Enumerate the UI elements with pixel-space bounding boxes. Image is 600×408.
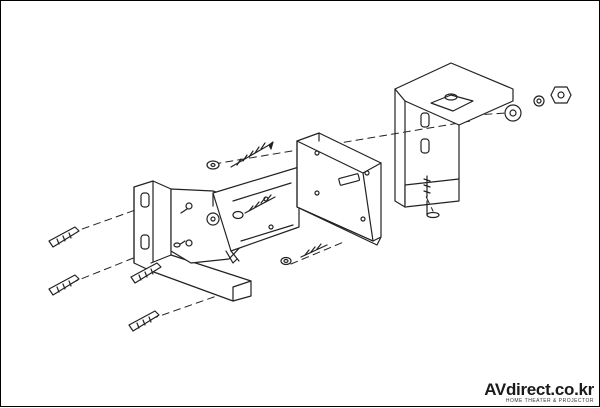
brand-tagline: HOME THEATER & PROJECTOR (505, 398, 594, 404)
bracket-slot-lower (420, 138, 430, 154)
mount-slot-lower (140, 234, 150, 250)
wall-anchors (48, 226, 162, 332)
extension-arm (212, 166, 300, 262)
adjustment-slot (338, 173, 361, 186)
hex-nut (550, 86, 572, 104)
screw-1 (230, 141, 274, 168)
screw-3 (300, 243, 328, 258)
anchor-3 (130, 262, 162, 284)
brand-name: AVdirect.co.kr (484, 380, 594, 399)
anchor-1 (48, 226, 80, 248)
top-slot (430, 94, 474, 112)
pivot-bolt (206, 212, 220, 226)
brand-watermark: AVdirect.co.kr HOME THEATER & PROJECTOR (484, 381, 594, 404)
hardware-right (504, 86, 572, 122)
washer-large (504, 104, 522, 122)
anchor-4 (128, 310, 160, 332)
mount-box (296, 132, 382, 246)
projector-bracket (394, 62, 514, 219)
anchor-2 (48, 274, 80, 296)
bracket-slot-upper (420, 112, 430, 128)
mount-slot-upper (140, 192, 150, 208)
screw-washers (206, 160, 292, 266)
wall-plate (133, 180, 252, 302)
washer-small (533, 95, 545, 107)
small-bolts (173, 208, 188, 248)
screw-2 (244, 194, 276, 214)
wood-screws (230, 141, 328, 258)
